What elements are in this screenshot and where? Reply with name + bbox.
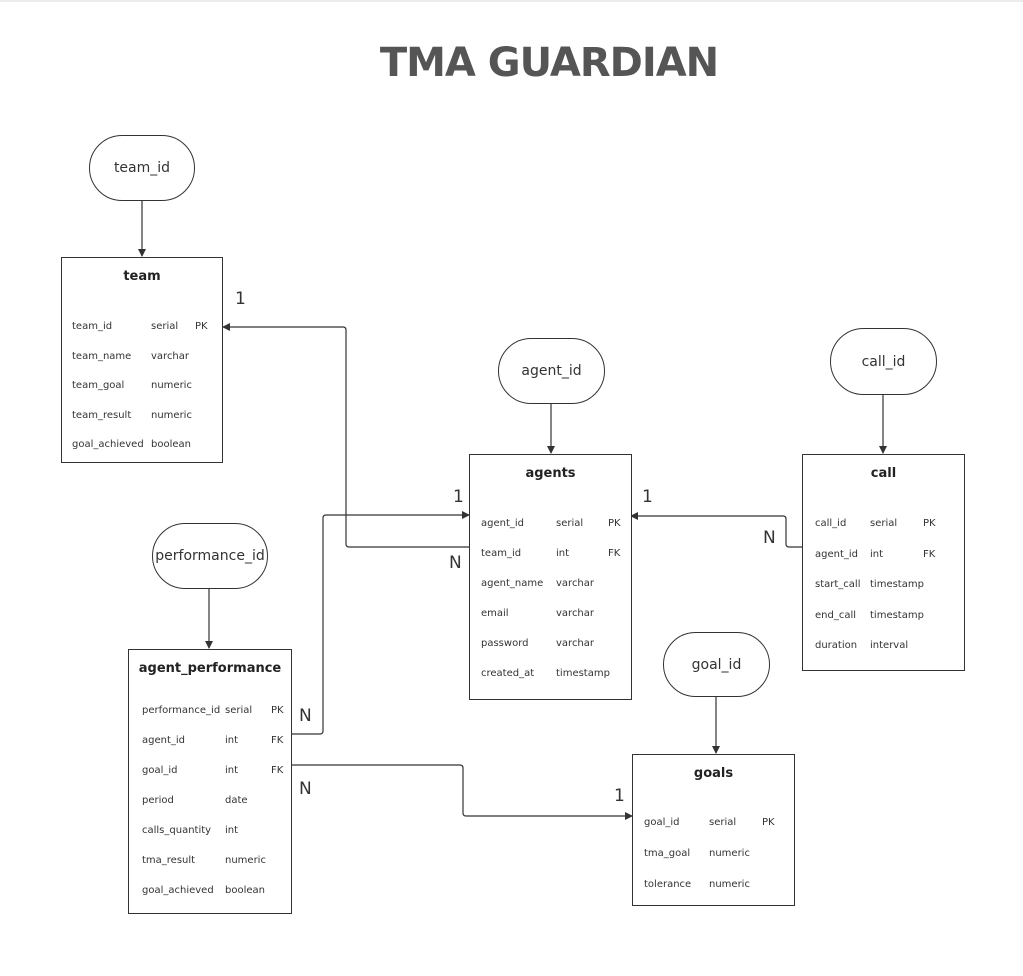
diagram-title: TMA GUARDIAN — [379, 40, 719, 86]
performance-agents-relation — [292, 511, 470, 735]
field-key: FK — [923, 548, 936, 560]
field-key: FK — [271, 765, 284, 776]
field-type: numeric — [709, 879, 750, 890]
field-name: goal_id — [142, 765, 178, 776]
field-name: email — [481, 608, 509, 619]
field-type: interval — [870, 640, 909, 651]
goal-id-node-label: goal_id — [691, 656, 742, 673]
field-type: numeric — [151, 380, 192, 391]
performance-id-node[interactable]: performance_id — [152, 523, 268, 589]
field-name: goal_id — [644, 817, 680, 828]
field-name: team_id — [481, 548, 522, 559]
field-name: created_at — [481, 668, 535, 679]
field-name: goal_achieved — [72, 439, 144, 450]
field-name: team_name — [72, 350, 132, 362]
entity-name: goals — [693, 766, 734, 781]
field-type: int — [556, 548, 570, 559]
field-type: boolean — [151, 439, 191, 450]
field-name: performance_id — [142, 705, 221, 716]
field-name: team_goal — [72, 380, 125, 391]
cardinality-goals-one: 1 — [614, 786, 625, 806]
field-key: PK — [608, 518, 621, 529]
call-agents-relation — [630, 512, 802, 548]
entity-name: call — [870, 466, 897, 481]
field-key: PK — [923, 518, 936, 529]
field-type: serial — [709, 817, 737, 828]
field-name: start_call — [815, 579, 861, 590]
cardinality-agents-call-one: 1 — [642, 487, 653, 507]
field-name: call_id — [815, 518, 847, 529]
field-key: PK — [195, 321, 208, 332]
field-name: tolerance — [644, 879, 692, 890]
team-id-node-label: team_id — [113, 160, 171, 176]
field-type: int — [225, 765, 239, 776]
call-id-node[interactable]: call_id — [830, 328, 937, 395]
entity-name: agent_performance — [138, 661, 282, 676]
cardinality-performance-agent-many: N — [299, 706, 312, 726]
field-type: date — [225, 795, 248, 806]
cardinality-agents-performance-one: 1 — [453, 487, 464, 507]
field-name: end_call — [815, 609, 857, 621]
field-type: serial — [225, 705, 253, 716]
field-name: team_id — [72, 321, 113, 332]
field-name: agent_name — [481, 578, 544, 589]
entity-agents[interactable]: agents agent_id serial PK team_id int FK agent_… — [469, 454, 632, 700]
field-type: varchar — [151, 350, 190, 362]
field-name: tma_goal — [644, 848, 691, 859]
field-type: timestamp — [870, 579, 924, 590]
entity-team[interactable]: team team_id serial PK team_name varchar team_… — [61, 257, 223, 463]
field-type: varchar — [556, 578, 595, 589]
field-type: int — [870, 548, 884, 560]
agents-team-relation — [222, 323, 469, 548]
field-type: int — [225, 735, 239, 746]
field-key: FK — [271, 735, 284, 746]
field-type: boolean — [225, 885, 265, 896]
field-key: FK — [608, 548, 621, 559]
field-type: serial — [870, 518, 898, 529]
cardinality-team-one: 1 — [235, 289, 246, 309]
entity-name: team — [123, 269, 161, 284]
field-name: agent_id — [815, 548, 859, 560]
field-type: int — [225, 825, 239, 836]
field-name: period — [142, 795, 174, 806]
top-border — [0, 0, 1023, 2]
field-name: password — [481, 638, 529, 649]
cardinality-performance-goal-many: N — [299, 779, 312, 799]
field-type: numeric — [225, 855, 266, 866]
cardinality-agents-team-many: N — [449, 553, 462, 573]
field-type: varchar — [556, 608, 595, 619]
entity-call[interactable]: call call_id serial PK agent_id int FK start_ca… — [802, 454, 965, 671]
goal-id-node[interactable]: goal_id — [663, 632, 770, 697]
field-type: serial — [151, 321, 179, 332]
field-name: tma_result — [142, 855, 196, 866]
field-name: agent_id — [481, 518, 525, 529]
cardinality-call-many: N — [763, 528, 776, 548]
call-id-node-label: call_id — [861, 353, 906, 370]
field-key: PK — [762, 817, 775, 828]
field-key: PK — [271, 705, 284, 716]
agent-id-node[interactable]: agent_id — [498, 338, 605, 404]
team-id-node[interactable]: team_id — [89, 135, 195, 201]
field-type: serial — [556, 518, 584, 529]
entity-name: agents — [525, 466, 576, 481]
field-type: numeric — [151, 409, 192, 421]
field-type: timestamp — [870, 609, 924, 621]
field-name: agent_id — [142, 735, 186, 746]
field-name: goal_achieved — [142, 885, 214, 896]
field-name: duration — [815, 640, 858, 651]
field-name: team_result — [72, 409, 132, 421]
field-type: timestamp — [556, 668, 610, 679]
performance-goals-relation — [292, 764, 633, 820]
agent-id-node-label: agent_id — [521, 363, 582, 379]
field-type: varchar — [556, 638, 595, 649]
field-type: numeric — [709, 848, 750, 859]
performance-id-node-label: performance_id — [155, 548, 265, 564]
field-name: calls_quantity — [142, 825, 212, 836]
entity-agent-performance[interactable]: agent_performance performance_id serial PK a… — [128, 649, 292, 914]
